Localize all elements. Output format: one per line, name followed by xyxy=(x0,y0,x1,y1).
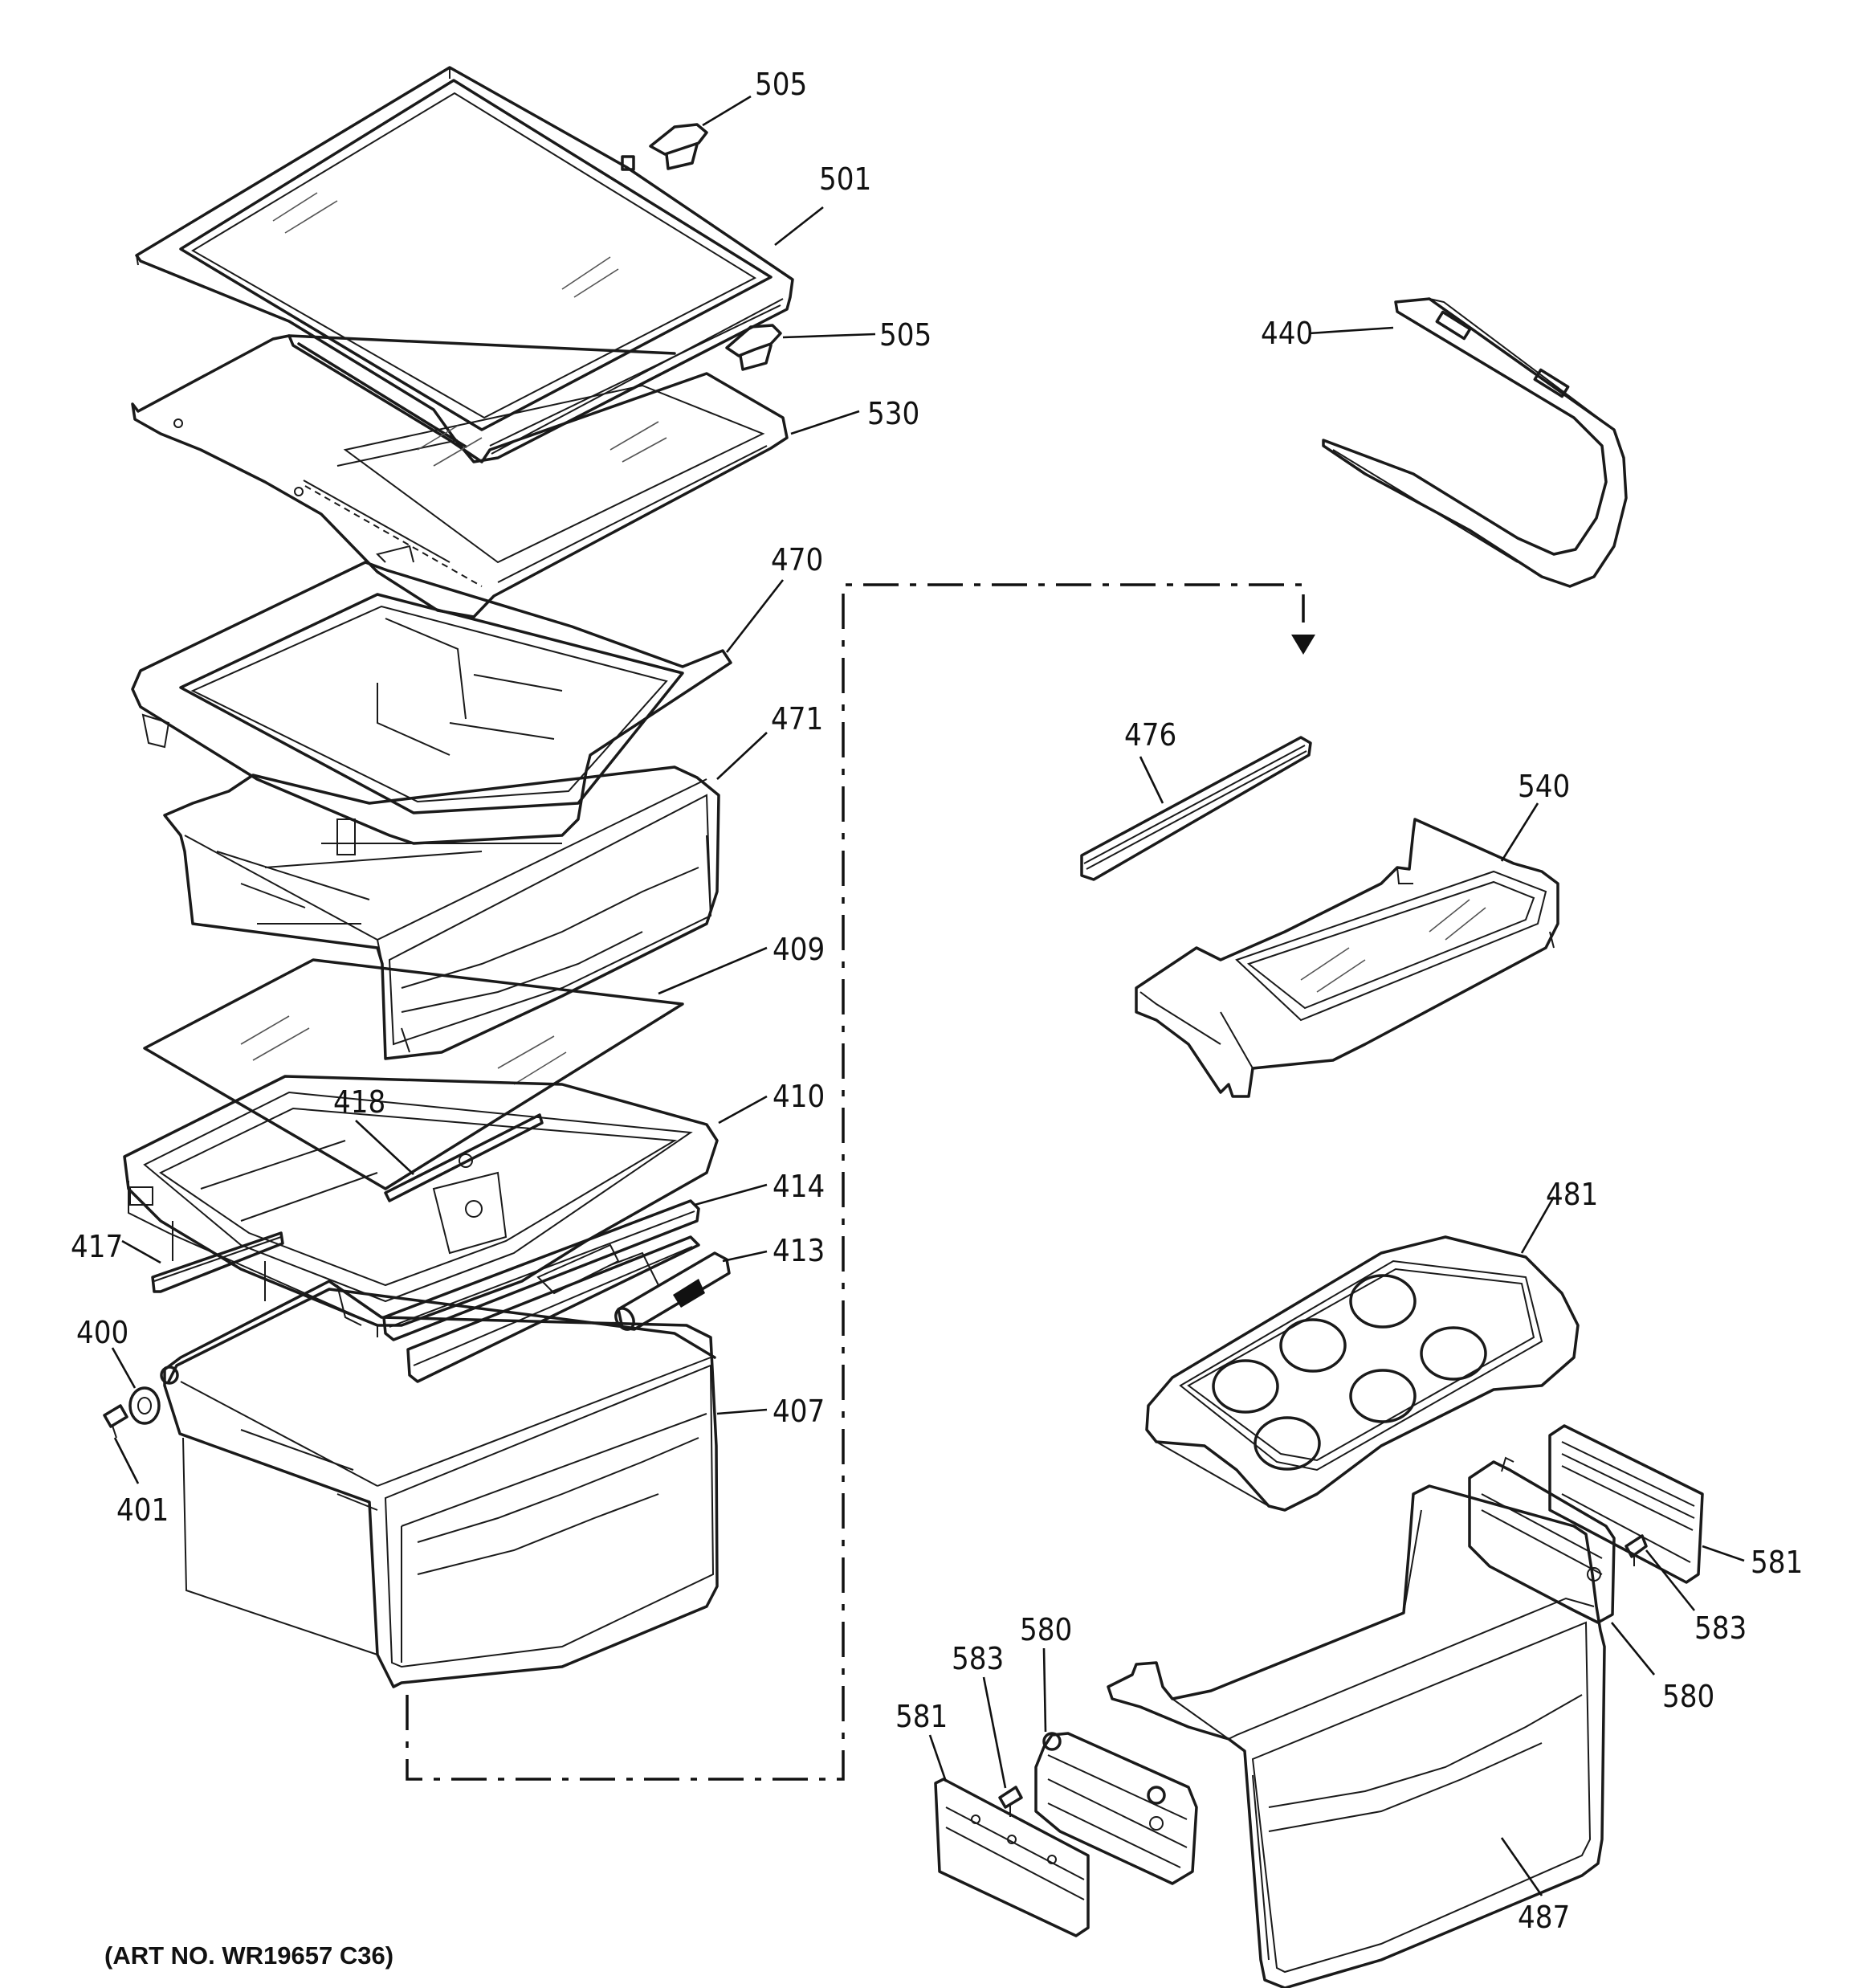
callout-414: 414 xyxy=(773,1169,825,1204)
part-540-cover-tray xyxy=(1135,818,1559,1098)
part-413-handle xyxy=(609,1251,731,1331)
callout-580-left: 580 xyxy=(1020,1612,1072,1647)
part-505-shelf-clip-lower xyxy=(725,324,782,371)
part-583-screw-right xyxy=(1625,1534,1648,1566)
callout-580-right: 580 xyxy=(1662,1679,1714,1714)
callout-409: 409 xyxy=(773,932,825,967)
part-481-egg-tray xyxy=(1145,1235,1580,1512)
callout-401: 401 xyxy=(116,1492,169,1528)
part-401-screw xyxy=(103,1404,128,1439)
part-410-crisper-frame xyxy=(123,1075,719,1337)
callout-583-right: 583 xyxy=(1694,1610,1747,1646)
part-418-rod xyxy=(384,1113,544,1218)
callout-481: 481 xyxy=(1546,1177,1598,1212)
callout-581-right: 581 xyxy=(1751,1545,1803,1580)
callout-410: 410 xyxy=(773,1079,825,1114)
callout-530: 530 xyxy=(867,396,919,431)
callout-583-left: 583 xyxy=(952,1641,1004,1676)
part-487-lower-bin xyxy=(1107,1484,1606,1988)
callout-581-left: 581 xyxy=(895,1699,948,1734)
part-580-slide-bracket-right xyxy=(1468,1456,1616,1624)
callout-540: 540 xyxy=(1518,769,1570,804)
part-476-rail xyxy=(1080,736,1312,881)
part-407-lower-drawer xyxy=(160,1280,719,1688)
callout-440: 440 xyxy=(1261,316,1313,351)
art-number-label: (ART NO. WR19657 C36) xyxy=(104,1941,393,1970)
callout-487: 487 xyxy=(1518,1900,1570,1935)
callout-418: 418 xyxy=(333,1084,385,1120)
callout-400: 400 xyxy=(76,1315,128,1350)
callout-471: 471 xyxy=(771,701,823,737)
leader-lines xyxy=(111,95,1745,1896)
callout-413: 413 xyxy=(773,1233,825,1268)
callout-505-lower: 505 xyxy=(879,317,932,353)
callout-407: 407 xyxy=(773,1394,825,1429)
part-470-crisper-cover-frame xyxy=(131,545,732,845)
part-501-glass-shelf xyxy=(135,66,794,463)
part-583-screw-left xyxy=(998,1786,1023,1817)
part-581-slide-rail-right xyxy=(1548,1424,1704,1584)
part-440-curved-cover xyxy=(1322,297,1628,588)
part-580-slide-bracket-left xyxy=(1034,1732,1198,1885)
callout-476: 476 xyxy=(1124,717,1176,753)
callout-505-upper: 505 xyxy=(755,67,807,102)
part-581-slide-rail-left xyxy=(934,1778,1090,1937)
callout-501: 501 xyxy=(819,161,871,197)
callout-417: 417 xyxy=(71,1229,123,1264)
part-409-glass-panel xyxy=(143,958,684,1190)
part-400-roller xyxy=(128,1386,161,1425)
callout-470: 470 xyxy=(771,542,823,578)
relocation-arrow-path xyxy=(406,583,1315,1781)
part-505-shelf-clip-upper xyxy=(649,123,708,170)
part-471-crisper-drawer xyxy=(163,765,720,1060)
part-530-cover-frame xyxy=(131,334,789,618)
part-417-side-rod xyxy=(151,1231,284,1293)
callout-labels: 505 501 505 530 440 470 471 476 540 409 … xyxy=(71,67,1803,1935)
